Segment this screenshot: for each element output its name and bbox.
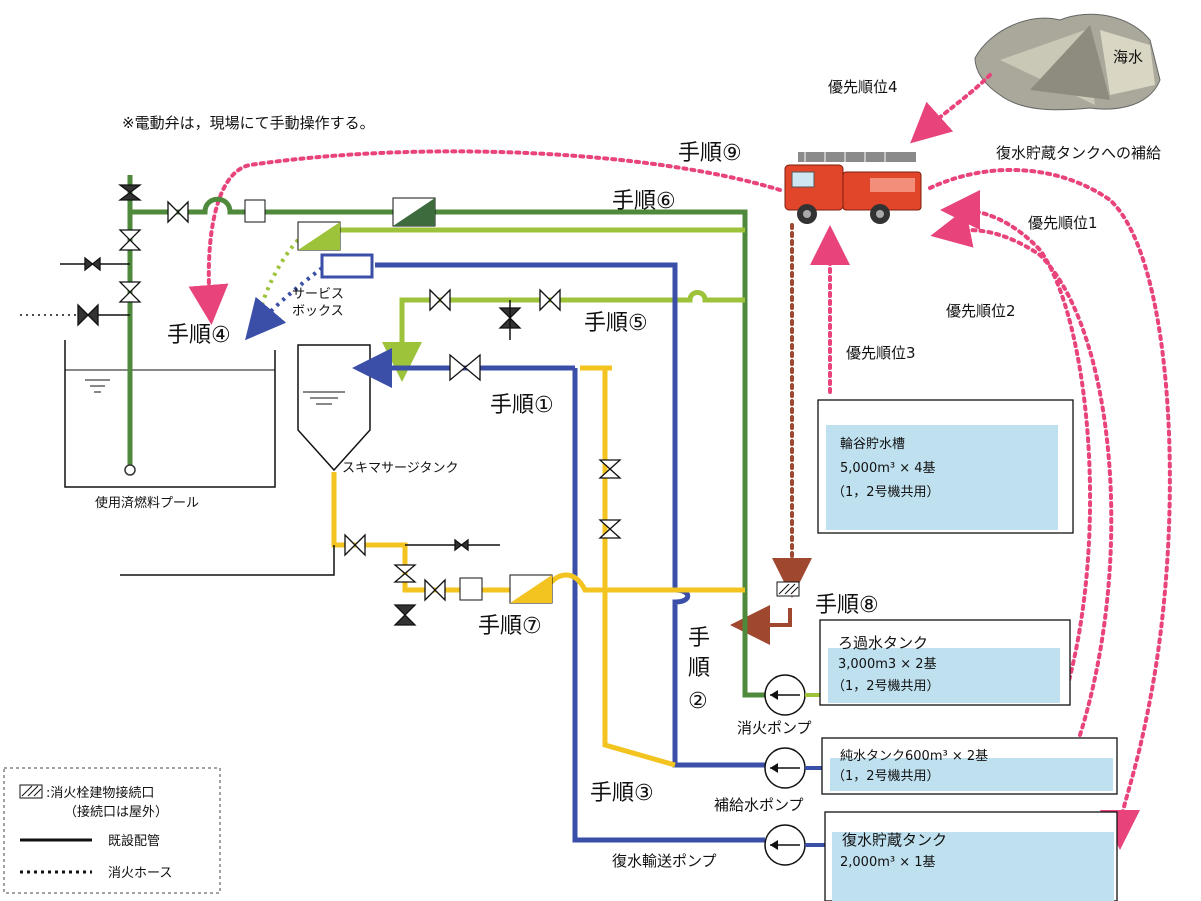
skimmer-surge-tank bbox=[297, 344, 371, 472]
step-5-label: 手順⑤ bbox=[584, 311, 648, 336]
sea-label: 海水 bbox=[1113, 48, 1143, 66]
tank-condensate: 復水貯蔵タンク 2,000m³ × 1基 bbox=[824, 811, 1118, 901]
tank-pure: 純水タンク600m³ × 2基 （1，2号機共用） bbox=[821, 737, 1118, 795]
step-8-label: 手順⑧ bbox=[815, 593, 879, 618]
tank-name: 純水タンク600m³ × 2基 bbox=[840, 749, 988, 764]
valve-icon bbox=[449, 353, 481, 382]
tank-name: ろ過水タンク bbox=[838, 634, 928, 652]
connection-legend-icon bbox=[19, 784, 43, 799]
step-9-label: 手順⑨ bbox=[678, 141, 742, 166]
skimmer-tank-label: スキマサージタンク bbox=[342, 461, 458, 476]
fire-hoses bbox=[188, 73, 1172, 850]
tank-shared: （1，2号機共用） bbox=[832, 679, 940, 694]
tank-name: 復水貯蔵タンク bbox=[842, 831, 947, 849]
priority-1-label: 優先順位1 bbox=[1028, 214, 1098, 232]
condensate-transfer-pump-icon bbox=[764, 824, 806, 866]
valve-icon bbox=[598, 459, 622, 479]
hose-blue-service bbox=[245, 266, 324, 341]
valve-icon bbox=[77, 303, 99, 327]
valve-icon bbox=[393, 564, 417, 583]
valve-icon bbox=[424, 578, 446, 602]
service-box-label-2: ボックス bbox=[292, 304, 344, 319]
tank-shared: （1，2号機共用） bbox=[832, 485, 940, 500]
valve-icon bbox=[393, 604, 417, 626]
step-6-label: 手順⑥ bbox=[612, 189, 676, 214]
tank-filtered: ろ過水タンク 3,000m3 × 2基 （1，2号機共用） bbox=[819, 619, 1071, 706]
fire-pump-label: 消火ポンプ bbox=[737, 719, 812, 737]
tank-name: 輪谷貯水槽 bbox=[840, 436, 905, 452]
pipe-yellow bbox=[331, 365, 745, 768]
step-3-label: 手順③ bbox=[590, 781, 654, 806]
condensate-pump-label: 復水輸送ポンプ bbox=[612, 852, 717, 870]
pumps bbox=[764, 674, 806, 866]
valve-icon bbox=[118, 281, 142, 303]
valve-icon bbox=[344, 533, 366, 557]
pipe-green-main bbox=[127, 175, 765, 698]
priority-4-label: 優先順位4 bbox=[828, 78, 898, 96]
legend-existing-pipe: 既設配管 bbox=[108, 833, 160, 849]
service-box-label-1: サービス bbox=[292, 287, 344, 302]
spent-fuel-pool-label: 使用済燃料プール bbox=[95, 495, 199, 511]
hose-priority1 bbox=[940, 190, 1092, 697]
tank-capacity: 5,000m³ × 4基 bbox=[840, 461, 936, 476]
valves bbox=[77, 184, 622, 626]
step-7-label: 手順⑦ bbox=[478, 614, 542, 639]
hose-step9 bbox=[188, 149, 782, 325]
sea-water-illustration: 海水 bbox=[974, 13, 1161, 111]
valve-icon bbox=[454, 538, 469, 552]
pipe-blue bbox=[375, 262, 765, 843]
legend-fire-hose: 消火ホース bbox=[108, 866, 172, 881]
legend: :消火栓建物接続口 （接続口は屋外） 既設配管 消火ホース bbox=[3, 767, 221, 894]
hose-condensate-supply bbox=[928, 168, 1172, 850]
step-2-label-part2: 順 bbox=[688, 656, 710, 681]
legend-connection-2: （接続口は屋外） bbox=[64, 804, 168, 820]
step-1-label: 手順① bbox=[490, 393, 554, 418]
hose-lightgreen-service bbox=[256, 238, 300, 319]
priority-3-label: 優先順位3 bbox=[846, 344, 916, 362]
pool-inlet-icon bbox=[124, 464, 136, 476]
tank-capacity: 2,000m³ × 1基 bbox=[840, 855, 936, 870]
tank-wadani: 輪谷貯水槽 5,000m³ × 4基 （1，2号機共用） bbox=[817, 399, 1074, 534]
fire-pump-icon bbox=[764, 674, 806, 716]
note-text: ※電動弁は，現場にて手動操作する。 bbox=[122, 114, 375, 132]
supply-to-condensate-label: 復水貯蔵タンクへの補給 bbox=[996, 144, 1161, 162]
hose-priority2 bbox=[930, 208, 1114, 737]
valve-icon bbox=[539, 288, 561, 312]
spent-fuel-pool bbox=[64, 340, 276, 488]
hose-sea-to-truck bbox=[910, 73, 992, 144]
tank-shared: （1，2号機共用） bbox=[832, 769, 940, 784]
valve-icon bbox=[429, 288, 451, 312]
priority-2-label: 優先順位2 bbox=[946, 302, 1016, 320]
valve-icon bbox=[118, 229, 142, 251]
makeup-pump-label: 補給水ポンプ bbox=[714, 796, 804, 814]
makeup-water-pump-icon bbox=[764, 747, 806, 789]
service-box-icon bbox=[320, 253, 374, 279]
valve-icon bbox=[598, 519, 622, 539]
check-valves bbox=[244, 197, 553, 604]
step-2-label-part1: 手 bbox=[688, 626, 710, 651]
step-2-label-part3: ② bbox=[688, 689, 708, 714]
fire-truck-icon bbox=[784, 152, 922, 224]
valve-icon bbox=[118, 184, 142, 201]
legend-connection-1: :消火栓建物接続口 bbox=[46, 785, 154, 801]
valve-icon bbox=[84, 256, 101, 272]
tank-capacity: 3,000m3 × 2基 bbox=[838, 657, 937, 672]
hose-step8 bbox=[730, 223, 812, 645]
step-4-label: 手順④ bbox=[167, 323, 231, 348]
valve-icon bbox=[167, 200, 189, 224]
pipe-lightgreen bbox=[340, 227, 745, 360]
